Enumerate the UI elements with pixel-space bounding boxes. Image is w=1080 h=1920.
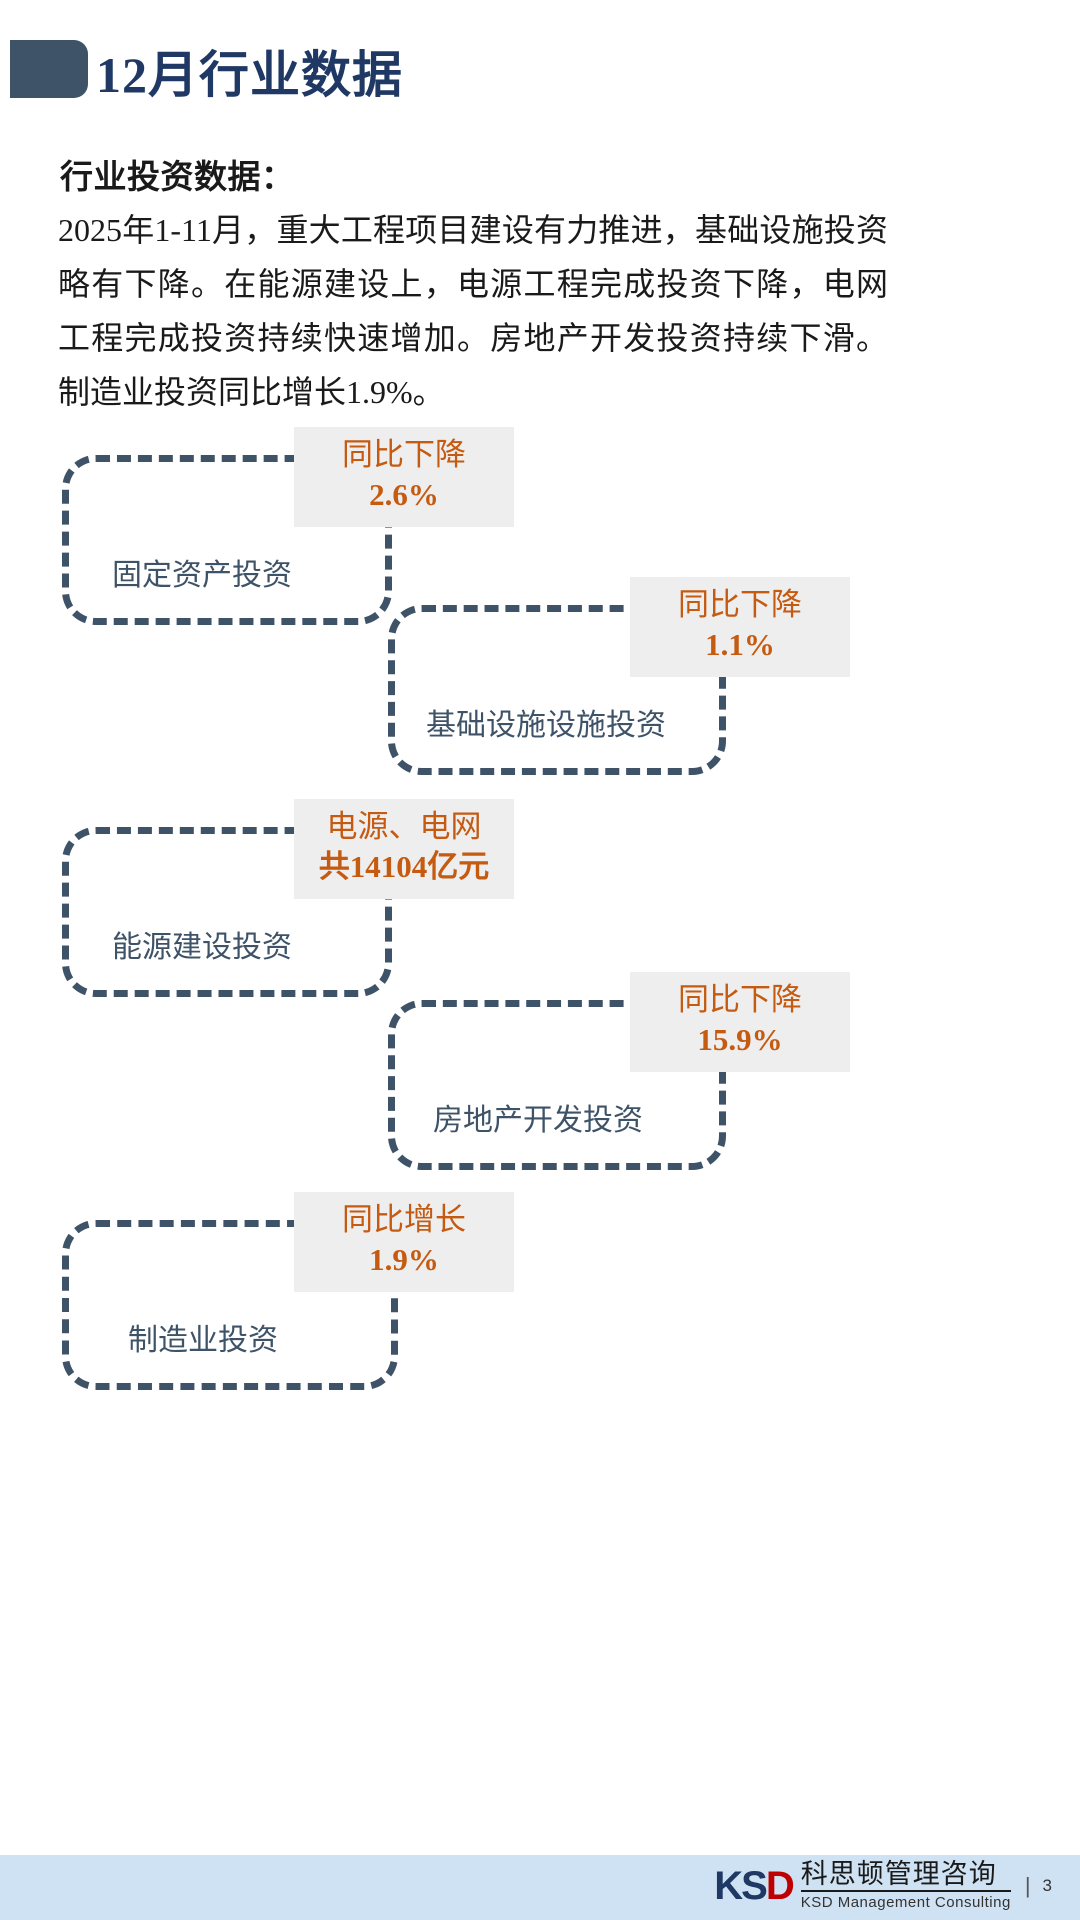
node-tag-line1: 同比下降 (678, 982, 802, 1017)
section-paragraph: 2025年1-11月，重大工程项目建设有力推进，基础设施投资略有下降。在能源建设… (58, 212, 888, 410)
logo-ks-text: KS (714, 1863, 768, 1908)
node-tag-line2: 1.1% (705, 627, 775, 662)
node-tag-line1: 同比下降 (342, 437, 466, 472)
node-tag: 同比下降 2.6% (294, 427, 514, 527)
company-name-en: KSD Management Consulting (800, 1894, 1011, 1911)
node-label: 制造业投资 (128, 1324, 278, 1357)
node-tag: 同比下降 15.9% (630, 972, 850, 1072)
section-title: 行业投资数据： (60, 158, 295, 195)
node-dashed-box (62, 1220, 398, 1390)
node-tag-line1: 电源、电网 (326, 809, 482, 844)
node-tag-line1: 同比增长 (342, 1202, 466, 1237)
node-label: 能源建设投资 (112, 931, 292, 964)
node-tag-line2: 1.9% (369, 1242, 439, 1277)
company-name-cn: 科思顿管理咨询 (800, 1861, 1011, 1892)
page-number: 3 (1042, 1875, 1052, 1895)
node-tag: 同比增长 1.9% (294, 1192, 514, 1292)
logo-d-text: D (765, 1863, 795, 1908)
node-tag-line2: 2.6% (369, 477, 439, 512)
node-tag-line1: 同比下降 (678, 587, 802, 622)
header-accent-tab (10, 40, 88, 98)
investment-flow-diagram: 固定资产投资 同比下降 2.6% 基础设施设施投资 同比下降 1.1% 能源建设… (0, 415, 1080, 1415)
node-tag-line2: 共14104亿元 (318, 849, 490, 884)
node-label: 固定资产投资 (112, 559, 292, 592)
node-dashed-box (388, 1000, 726, 1170)
ksd-logo-icon: KSD (714, 1863, 795, 1908)
node-tag: 同比下降 1.1% (630, 577, 850, 677)
node-label: 基础设施设施投资 (426, 709, 666, 742)
node-dashed-box (388, 605, 726, 775)
page-title: 12月行业数据 (96, 47, 403, 103)
brand-logo: KSD 科思顿管理咨询 KSD Management Consulting | … (714, 1861, 1052, 1911)
node-tag-line2: 15.9% (697, 1022, 783, 1057)
node-tag: 电源、电网 共14104亿元 (294, 799, 514, 899)
node-label: 房地产开发投资 (433, 1104, 643, 1137)
brand-text-block: 科思顿管理咨询 KSD Management Consulting (800, 1861, 1011, 1911)
node-dashed-box (62, 455, 392, 625)
node-dashed-box (62, 827, 392, 997)
page-header: 12月行业数据 (0, 0, 1080, 130)
footer-separator: | (1024, 1872, 1031, 1898)
page-footer: KSD 科思顿管理咨询 KSD Management Consulting | … (0, 1855, 1080, 1920)
